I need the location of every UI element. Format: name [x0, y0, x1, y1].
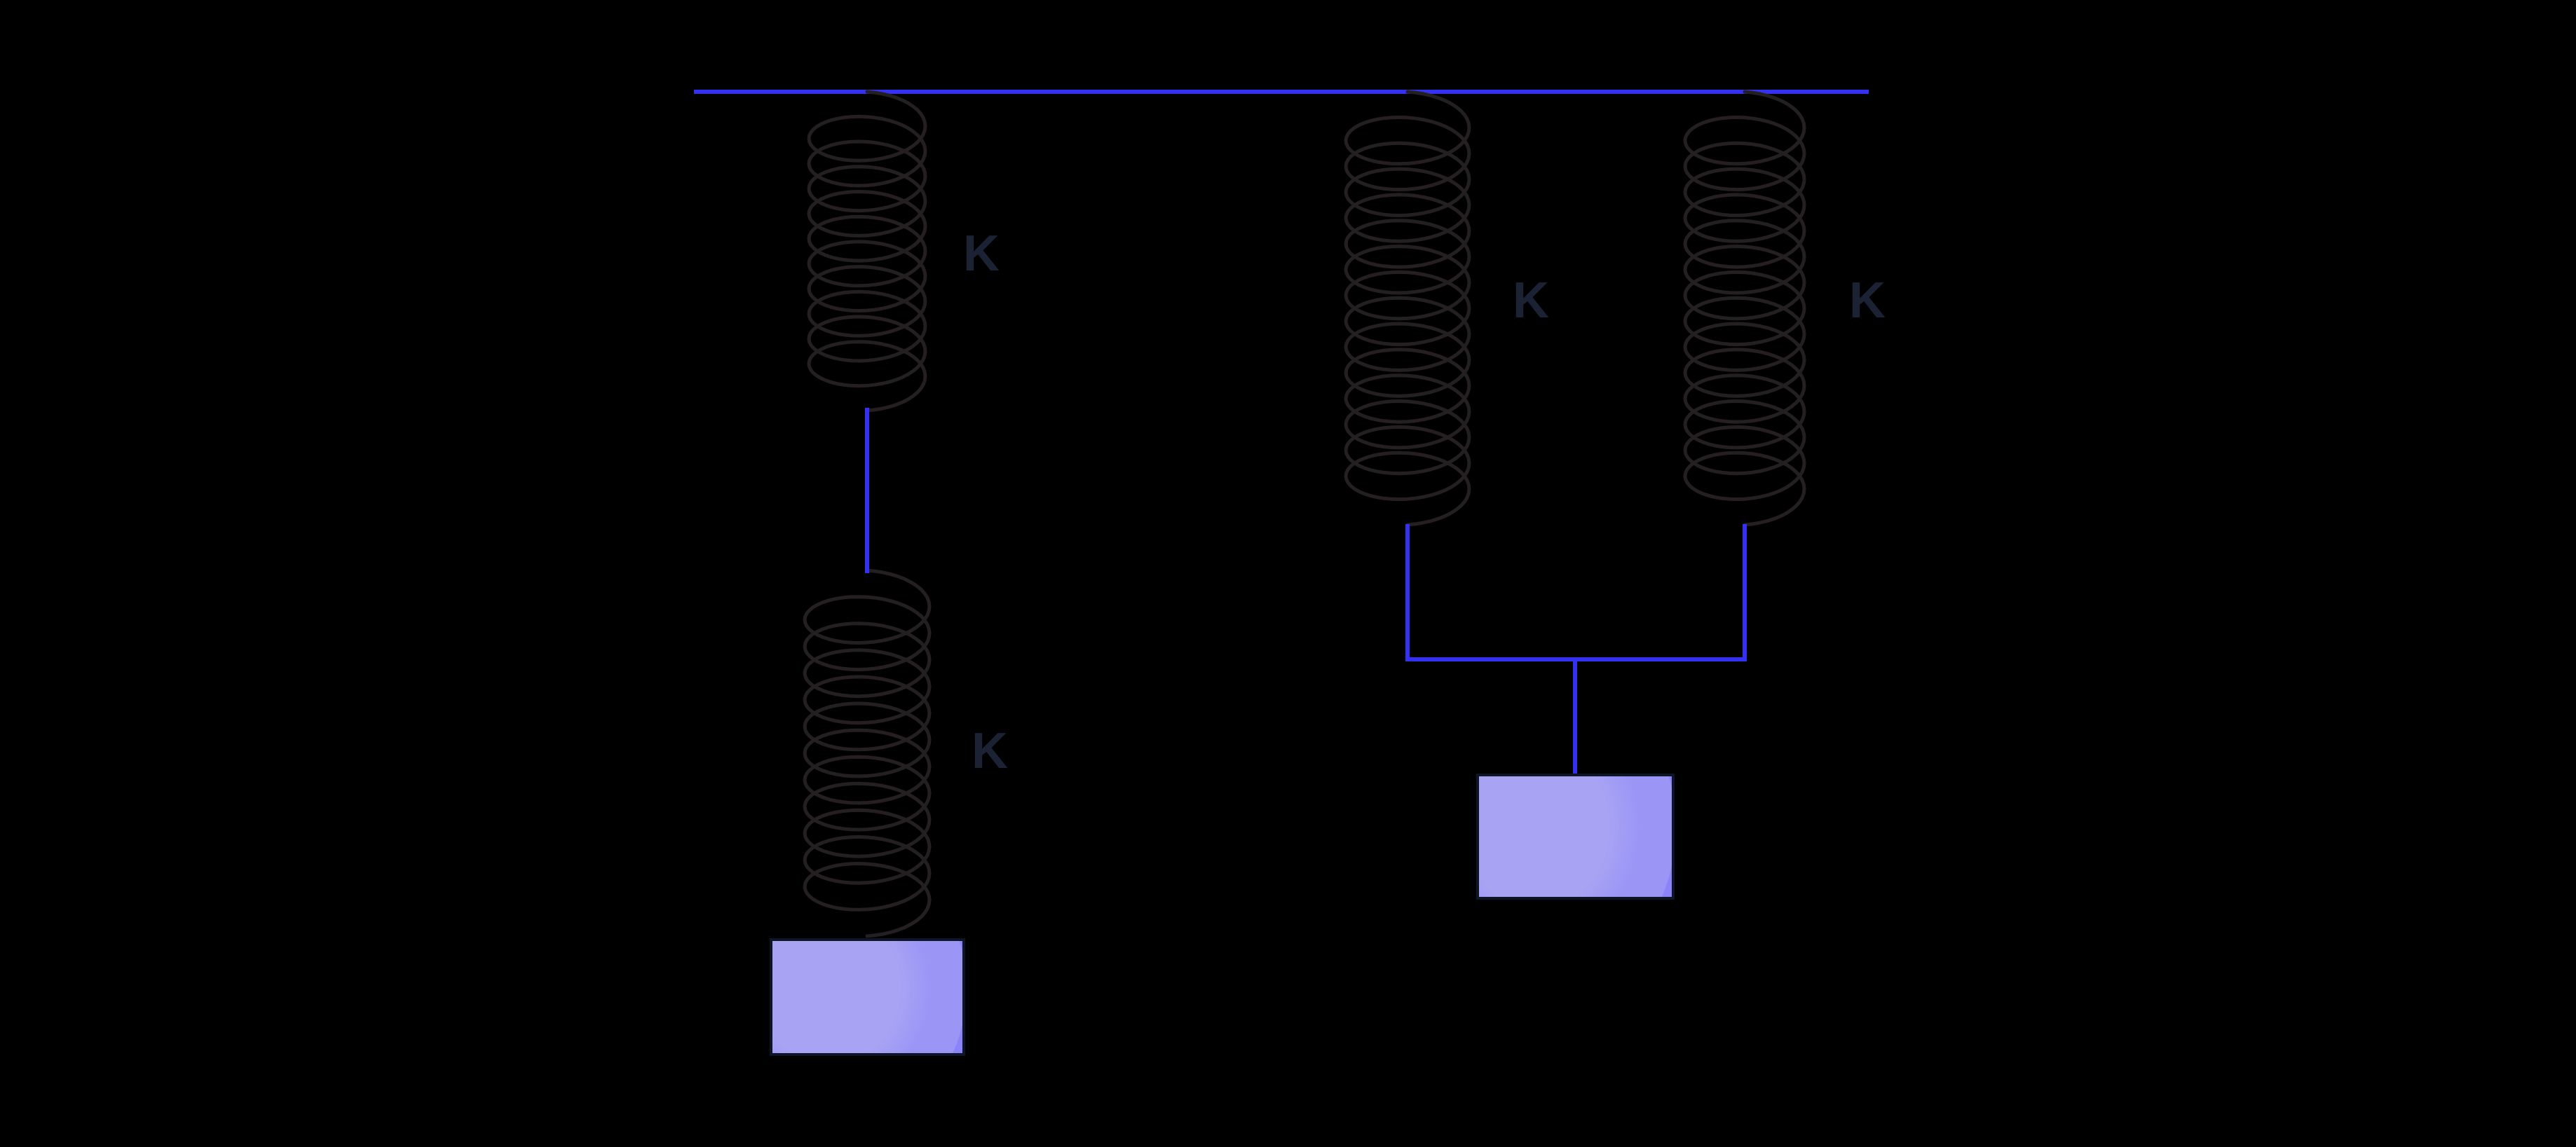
connector-parallel-right-drop [1743, 524, 1747, 661]
connector-mass-drop [1573, 657, 1577, 776]
connector-series-link [865, 408, 869, 573]
parallel-spring-1-coil [1344, 90, 1471, 527]
spring-constant-label-3: K [1513, 273, 1549, 329]
mass-block-parallel [1476, 774, 1675, 900]
connector-parallel-left-drop [1405, 524, 1410, 661]
parallel-spring-2-coil [1683, 90, 1806, 527]
spring-constant-label-4: K [1849, 273, 1886, 329]
mass-block-series [770, 938, 965, 1056]
ceiling-line [694, 90, 1869, 94]
series-spring-1-coil [807, 90, 927, 413]
spring-constant-label-1: K [963, 226, 1000, 282]
series-spring-2-coil [803, 568, 932, 938]
spring-constant-label-2: K [972, 723, 1008, 779]
